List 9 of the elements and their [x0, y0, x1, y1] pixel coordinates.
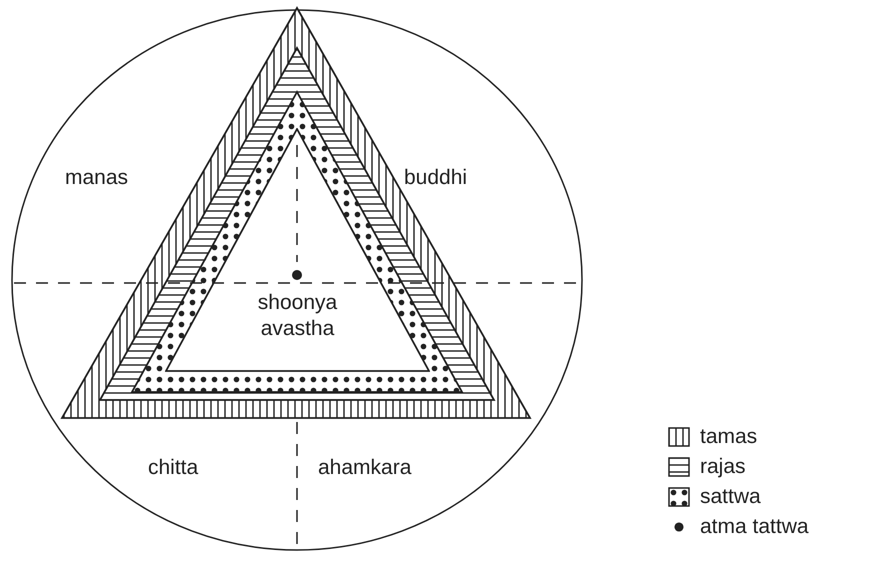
quadrant-label: ahamkara — [318, 456, 412, 480]
legend-label: sattwa — [700, 485, 761, 509]
legend-label: atma tattwa — [700, 515, 809, 539]
quadrant-label: chitta — [148, 456, 198, 480]
triangle-label: shoonya avastha — [256, 290, 338, 342]
quadrant-label: buddhi — [404, 166, 468, 190]
quadrant-label: manas — [65, 166, 128, 190]
legend-label: tamas — [700, 425, 758, 449]
legend-label: rajas — [700, 455, 746, 479]
